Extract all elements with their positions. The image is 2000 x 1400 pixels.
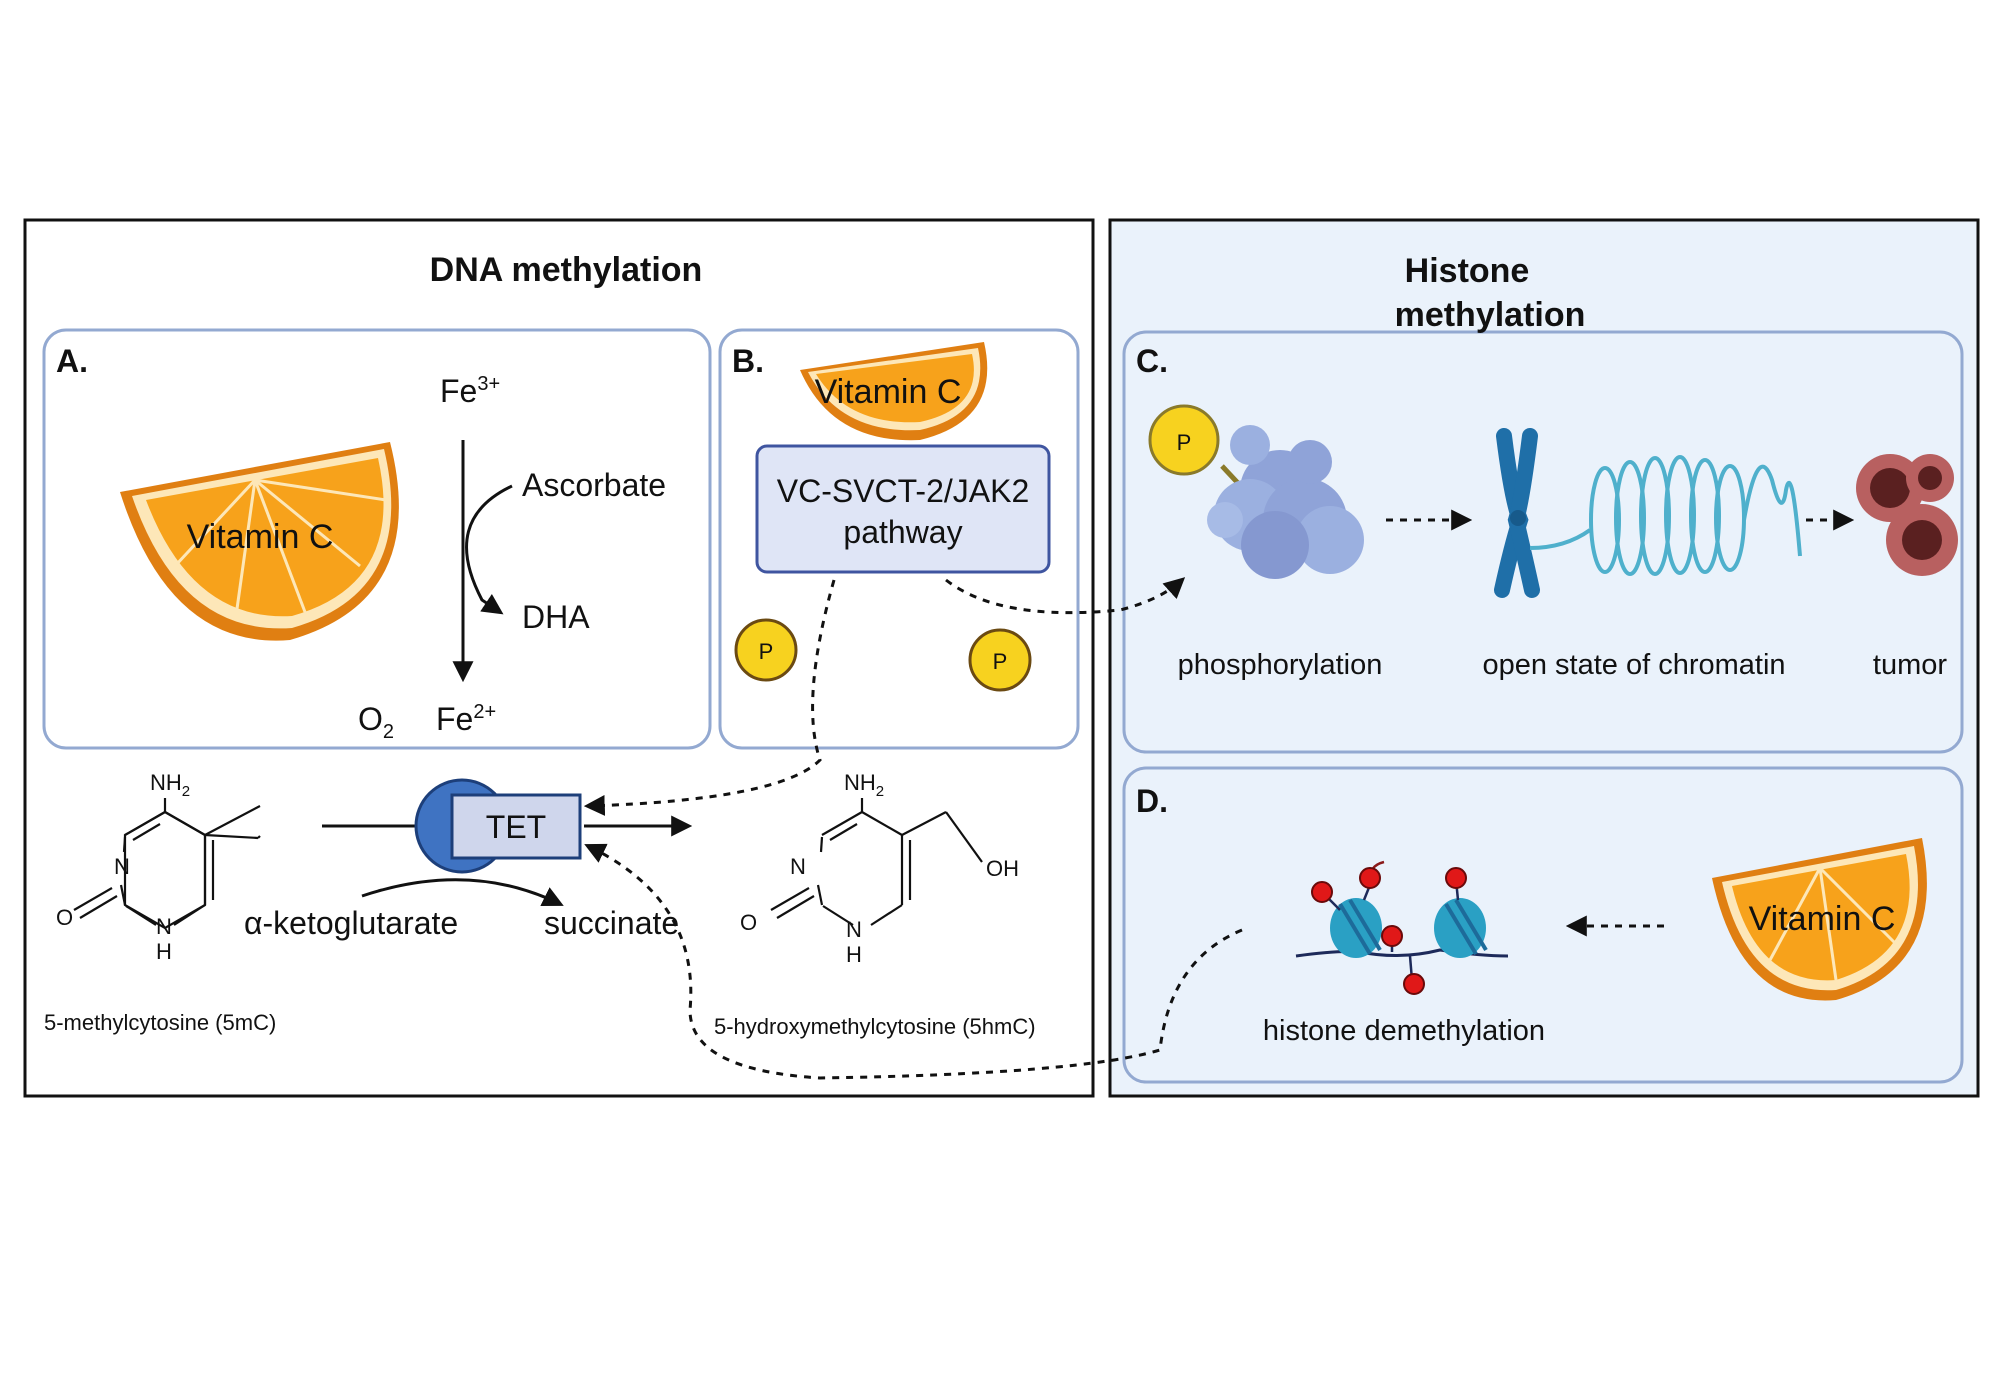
panel-a-label: A. xyxy=(56,343,88,379)
fe2-label: Fe2+ xyxy=(436,701,496,737)
nucleosome-icon xyxy=(1295,860,1509,995)
svg-text:O: O xyxy=(740,910,757,935)
svg-text:NH2: NH2 xyxy=(150,770,190,800)
o2-label: O2 xyxy=(358,701,394,743)
histone-demethylation-label: histone demethylation xyxy=(1263,1015,1545,1047)
dashed-connector-demethylation-to-tet xyxy=(584,843,1243,1080)
panel-c xyxy=(1122,330,1964,754)
svg-text:P: P xyxy=(759,639,774,664)
vitamin-c-label-a: Vitamin C xyxy=(187,518,334,556)
svg-text:NH2: NH2 xyxy=(844,770,884,800)
phosphate-badge: P xyxy=(1148,404,1220,476)
dha-label: DHA xyxy=(522,599,590,635)
5mc-molecule: NH2 N O N H xyxy=(56,770,261,964)
chromosome-icon xyxy=(1494,428,1540,598)
protein-icon xyxy=(1207,425,1364,579)
svg-text:N: N xyxy=(114,854,130,879)
vitamin-c-label-b: Vitamin C xyxy=(815,373,962,411)
svg-text:H: H xyxy=(156,939,172,964)
akg-arrow xyxy=(361,878,564,907)
5mc-caption: 5-methylcytosine (5mC) xyxy=(44,1010,276,1035)
orange-slice-icon xyxy=(800,342,988,441)
svg-text:P: P xyxy=(993,649,1008,674)
vitamin-c-label-d: Vitamin C xyxy=(1749,900,1896,938)
dashed-connector-pathway-to-tet xyxy=(583,579,836,816)
svg-text:N: N xyxy=(790,854,806,879)
5hmc-caption: 5-hydroxymethylcytosine (5hmC) xyxy=(714,1014,1036,1039)
phosphorylation-label: phosphorylation xyxy=(1178,649,1383,681)
panel-c-label: C. xyxy=(1136,343,1168,379)
phosphate-badge: P xyxy=(968,628,1032,692)
tumor-label: tumor xyxy=(1873,649,1947,681)
panel-d xyxy=(1122,766,1964,1084)
panel-b-label: B. xyxy=(732,343,764,379)
ascorbate-label: Ascorbate xyxy=(522,467,666,503)
svg-text:N: N xyxy=(156,914,172,939)
orange-slice-icon xyxy=(1712,838,1927,1001)
svg-text:OH: OH xyxy=(986,856,1019,881)
tet-box xyxy=(450,793,582,860)
ascorbate-arrow xyxy=(465,484,513,615)
histone-methylation-title-line1: Histone xyxy=(1405,252,1530,290)
pathway-box xyxy=(755,444,1051,574)
orange-slice-icon xyxy=(120,442,399,641)
dashed-connector-pathway-to-phosphorylation xyxy=(945,577,1186,615)
panel-d-label: D. xyxy=(1136,783,1168,819)
svg-text:N: N xyxy=(846,917,862,942)
svg-text:H: H xyxy=(846,942,862,967)
pathway-line2: pathway xyxy=(843,514,962,550)
dna-methylation-title: DNA methylation xyxy=(430,251,703,289)
5hmc-molecule: NH2 N O N H OH xyxy=(740,770,1019,967)
tumor-icon xyxy=(1856,454,1958,576)
svg-text:P: P xyxy=(1177,430,1192,455)
svg-text:O: O xyxy=(56,905,73,930)
chromatin-label: open state of chromatin xyxy=(1482,649,1785,681)
histone-methylation-title-line2: methylation xyxy=(1395,296,1586,334)
chromatin-helix-icon xyxy=(1529,455,1802,576)
succinate-label: succinate xyxy=(544,905,679,941)
pathway-line1: VC-SVCT-2/JAK2 xyxy=(777,473,1030,509)
akg-label: α-ketoglutarate xyxy=(244,905,458,941)
fe3-label: Fe3+ xyxy=(440,373,500,409)
phosphate-badge: P xyxy=(734,618,798,682)
tet-label: TET xyxy=(486,809,546,845)
